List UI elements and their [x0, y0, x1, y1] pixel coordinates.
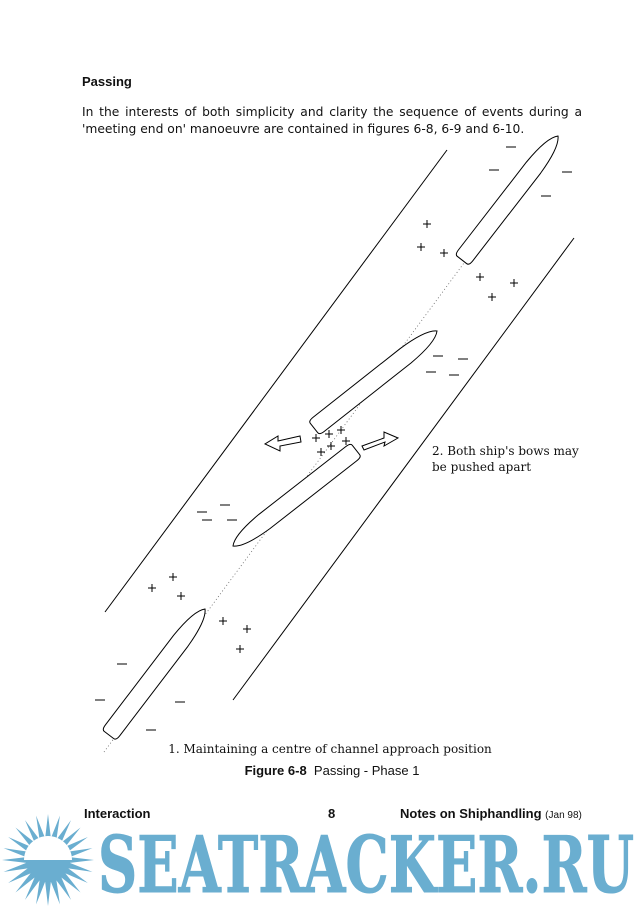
positive-pressure-sign [317, 448, 325, 456]
arrow-left-icon [263, 435, 302, 452]
positive-pressure-sign [243, 625, 251, 633]
channel-left-bank [104, 149, 448, 613]
positive-pressure-sign [510, 279, 518, 287]
positive-pressure-sign [169, 573, 177, 581]
positive-pressure-sign [417, 243, 425, 251]
section-heading: Passing [82, 74, 132, 89]
positive-pressure-sign [423, 220, 431, 228]
figure-caption: Figure 6-8 Passing - Phase 1 [0, 763, 642, 778]
channel-passing-diagram [95, 135, 575, 753]
footer-book-title: Notes on Shiphandling [400, 806, 542, 821]
intro-paragraph: In the interests of both simplicity and … [82, 105, 582, 136]
positive-pressure-sign [177, 592, 185, 600]
positive-pressure-sign [476, 273, 484, 281]
sun-icon [2, 814, 94, 906]
channel-right-bank [232, 237, 575, 701]
positive-pressure-sign [236, 645, 244, 653]
positive-pressure-sign [342, 437, 350, 445]
positive-pressure-sign [312, 434, 320, 442]
positive-pressure-sign [488, 293, 496, 301]
ship-outline [232, 443, 361, 547]
positive-pressure-sign [337, 426, 345, 434]
footer-section: Interaction [84, 806, 151, 821]
annotation-line: be pushed apart [432, 460, 532, 474]
seatracker-watermark-logo: SEATRACKER.RU [2, 814, 635, 907]
positive-pressure-sign [219, 617, 227, 625]
positive-pressure-sign [325, 430, 333, 438]
footer-page-number: 8 [328, 806, 336, 821]
positive-pressure-sign [148, 584, 156, 592]
annotation-centre-channel: 1. Maintaining a centre of channel appro… [168, 742, 492, 756]
positive-pressure-sign [440, 249, 448, 257]
figure-number: Figure 6-8 [244, 763, 307, 778]
annotation-line: 2. Both ship's bows may [432, 444, 579, 458]
ship-outline [455, 135, 559, 265]
positive-pressure-sign [327, 442, 335, 450]
annotation-bows-pushed-apart: 2. Both ship's bows may be pushed apart [432, 443, 579, 475]
svg-text:SEATRACKER.RU: SEATRACKER.RU [98, 820, 634, 907]
footer-date: (Jan 98) [545, 810, 582, 821]
footer-title: Notes on Shiphandling (Jan 98) [400, 806, 582, 821]
figure-title: Passing - Phase 1 [313, 763, 420, 778]
ship-outline [309, 330, 438, 435]
arrow-right-icon [361, 431, 400, 451]
ship-outline [102, 608, 206, 740]
